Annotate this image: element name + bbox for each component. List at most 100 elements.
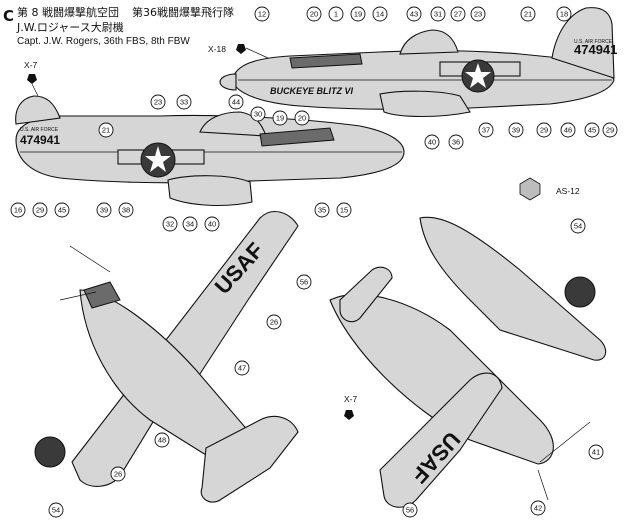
decal-callout-number: 26: [270, 318, 278, 327]
propeller-blade: [59, 291, 97, 301]
anti-glare-panel: [259, 127, 335, 147]
decal-callout-circle: [350, 6, 366, 22]
decal-callout-number: 33: [180, 98, 188, 107]
decal-callout-number: 23: [474, 10, 482, 19]
tailplane: [339, 266, 393, 323]
decal-callout-number: 32: [166, 220, 174, 229]
part-labels: X-18 X-7 X-7 AS-12: [24, 44, 580, 420]
decal-callout-circle: [234, 360, 250, 376]
decal-callout-circle: [154, 432, 170, 448]
decal-callout-circle: [430, 6, 446, 22]
tail-fin: [551, 7, 615, 79]
decal-callout-number: 14: [376, 10, 384, 19]
decal-callout-number: 56: [406, 506, 414, 515]
decal-callout-circle: [254, 6, 270, 22]
propeller-blade: [539, 421, 591, 463]
decal-callout-circle: [328, 6, 344, 22]
decal-callout-circle: [450, 6, 466, 22]
decal-callout-circle: [118, 202, 134, 218]
decal-callout-number: 56: [300, 278, 308, 287]
decal-callout-circle: [306, 6, 322, 22]
decal-callout-number: 43: [410, 10, 418, 19]
decal-callout-circle: [204, 216, 220, 232]
decal-callout-number: 16: [14, 206, 22, 215]
side-profile-middle: 474941 U.S. AIR FORCE: [15, 95, 405, 207]
decal-callout-number: 15: [340, 206, 348, 215]
decal-callout-circle: [478, 122, 494, 138]
wing-name-jp: 第 8 戦闘爆撃航空団: [17, 6, 119, 19]
decal-callout-circle: [588, 444, 604, 460]
part-label-x7-bottom: X-7: [344, 394, 358, 404]
decal-callout-number: 40: [208, 220, 216, 229]
part-x7-icon: [27, 74, 37, 84]
decal-callout-circle: [448, 134, 464, 150]
radiator-scoop: [167, 175, 253, 207]
part-x18-icon: [236, 44, 246, 54]
decal-callout-number: 20: [310, 10, 318, 19]
decal-callout-number: 1: [334, 10, 338, 19]
decal-callout-circle: [98, 122, 114, 138]
insignia-star: [145, 146, 171, 172]
decal-callout-number: 20: [298, 114, 306, 123]
decal-callout-circle: [336, 202, 352, 218]
side-profile-top: 474941 U.S. AIR FORCE BUCKEYE BLITZ VI: [219, 7, 617, 118]
decal-callout-circle: [406, 6, 422, 22]
tailplane: [200, 415, 299, 503]
decal-callout-number: 37: [482, 126, 490, 135]
canopy: [199, 111, 267, 137]
nose-art-text: BUCKEYE BLITZ VI: [270, 86, 354, 96]
decal-callout-circle: [560, 122, 576, 138]
part-x7-icon: [344, 410, 354, 420]
part-as12-icon: [519, 177, 541, 201]
decal-callout-number: 38: [122, 206, 130, 215]
decal-callout-number: 39: [100, 206, 108, 215]
decal-callout-circle: [314, 202, 330, 218]
decal-callout-number: 45: [588, 126, 596, 135]
decal-callout-number: 27: [454, 10, 462, 19]
decal-callout-circle: [520, 6, 536, 22]
decal-callout-circle: [110, 466, 126, 482]
insignia-roundel: [34, 436, 66, 468]
propeller-blade: [69, 245, 111, 273]
decal-callout-circle: [424, 134, 440, 150]
decal-callout-number: 42: [534, 504, 542, 513]
part-label-x7-top: X-7: [24, 60, 38, 70]
decal-callout-number: 18: [560, 10, 568, 19]
insignia-star: [465, 63, 491, 88]
decal-callout-circle: [150, 94, 166, 110]
decal-callout-number: 29: [540, 126, 548, 135]
decal-callout-number: 31: [434, 10, 442, 19]
decal-callout-number: 46: [564, 126, 572, 135]
plan-view-under: USAF: [329, 216, 607, 508]
tail-fin: [15, 95, 61, 125]
decal-callout-number: 47: [238, 364, 246, 373]
decal-callout-number: 21: [524, 10, 532, 19]
spinner: [219, 73, 237, 91]
decal-callout-number: 21: [102, 126, 110, 135]
decal-callout-circle: [48, 502, 64, 518]
part-label-as12: AS-12: [556, 186, 580, 196]
decal-callout-circle: [372, 6, 388, 22]
decal-callout-number: 34: [186, 220, 194, 229]
tail-serial-mid: 474941: [20, 133, 60, 147]
anti-glare-panel: [289, 53, 363, 69]
decal-callout-number: 44: [232, 98, 240, 107]
decal-callout-number: 19: [354, 10, 362, 19]
propeller-blade: [537, 469, 549, 501]
decal-callout-number: 54: [574, 222, 582, 231]
decal-callout-number: 30: [254, 110, 262, 119]
fuselage-plan: [329, 294, 554, 465]
decal-callout-circle: [508, 122, 524, 138]
decal-callout-number: 26: [114, 470, 122, 479]
decal-callout-number: 54: [52, 506, 60, 515]
decal-callout-circle: [272, 110, 288, 126]
header-jp-line1: 第 8 戦闘爆撃航空団 第36戦闘爆撃飛行隊: [17, 4, 234, 20]
section-letter: C: [3, 7, 15, 25]
pilot-caption-en: Capt. J.W. Rogers, 36th FBS, 8th FBW: [17, 36, 190, 47]
wing-left-half-under: [379, 372, 503, 508]
anti-glare-panel: [83, 281, 121, 309]
decal-callout-circle: [296, 274, 312, 290]
decal-callout-circle: [602, 122, 618, 138]
pilot-name-jp: J.W.ロジャース大尉機: [17, 21, 124, 34]
